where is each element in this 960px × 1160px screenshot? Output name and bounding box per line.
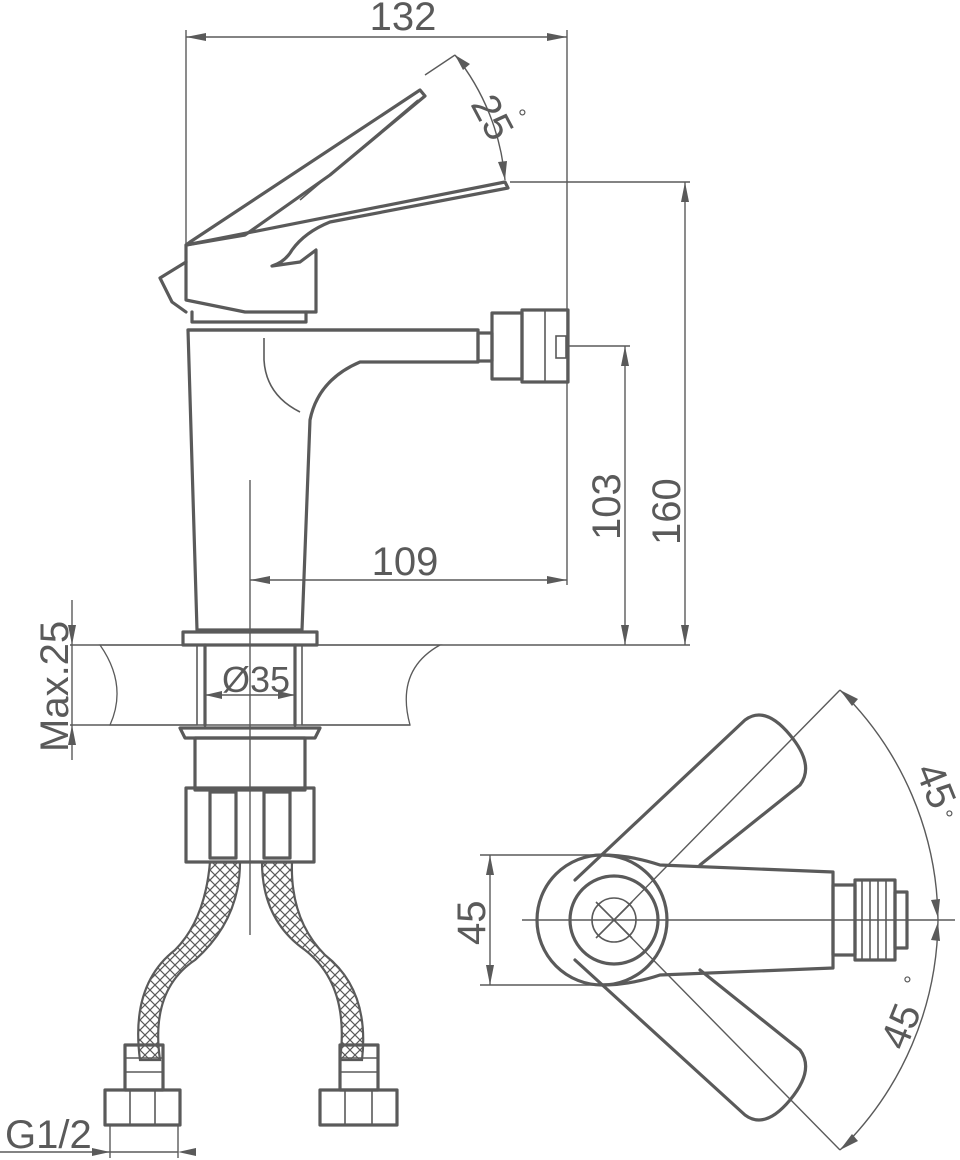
top-view: 45 <box>450 689 960 1151</box>
countertop-section <box>70 643 690 727</box>
supply-hoses <box>103 860 399 1127</box>
dimension-45-width: 45 <box>450 854 600 986</box>
degree-symbol-upper: ° <box>945 806 954 831</box>
dimension-g-1-2: G1/2 <box>0 1113 196 1158</box>
handle-positions <box>573 713 808 1122</box>
mounting-nut <box>178 726 322 864</box>
dim-label-top-width: 45 <box>450 901 494 946</box>
dim-label-total-height: 160 <box>645 478 689 545</box>
body-collar <box>190 310 308 324</box>
dimension-132: 132 <box>185 0 568 585</box>
degree-symbol-lower: ° <box>903 972 912 997</box>
dim-label-connection-thread: G1/2 <box>5 1113 92 1157</box>
dimension-diameter-35: Ø35 <box>205 659 295 700</box>
degree-symbol-25: ° <box>518 105 527 130</box>
dimension-max-25: Max.25 <box>33 600 77 760</box>
dim-label-angle-lower: 45 <box>873 998 930 1056</box>
dim-label-max-thickness: Max.25 <box>33 621 77 752</box>
handle-lever <box>158 88 510 314</box>
dimension-25-degrees: 25 ° <box>424 54 527 181</box>
dim-label-spout-height: 103 <box>585 473 629 540</box>
dim-label-lever-angle: 25 <box>462 88 522 148</box>
faucet-body <box>186 308 570 632</box>
dim-label-spout-reach: 109 <box>372 540 439 584</box>
dimension-160: 160 <box>510 181 690 645</box>
dimension-103: 103 <box>566 345 630 645</box>
dim-label-overall-width: 132 <box>370 0 437 39</box>
dimension-109: 109 <box>250 540 567 584</box>
dim-label-mounting-hole: Ø35 <box>222 659 290 700</box>
